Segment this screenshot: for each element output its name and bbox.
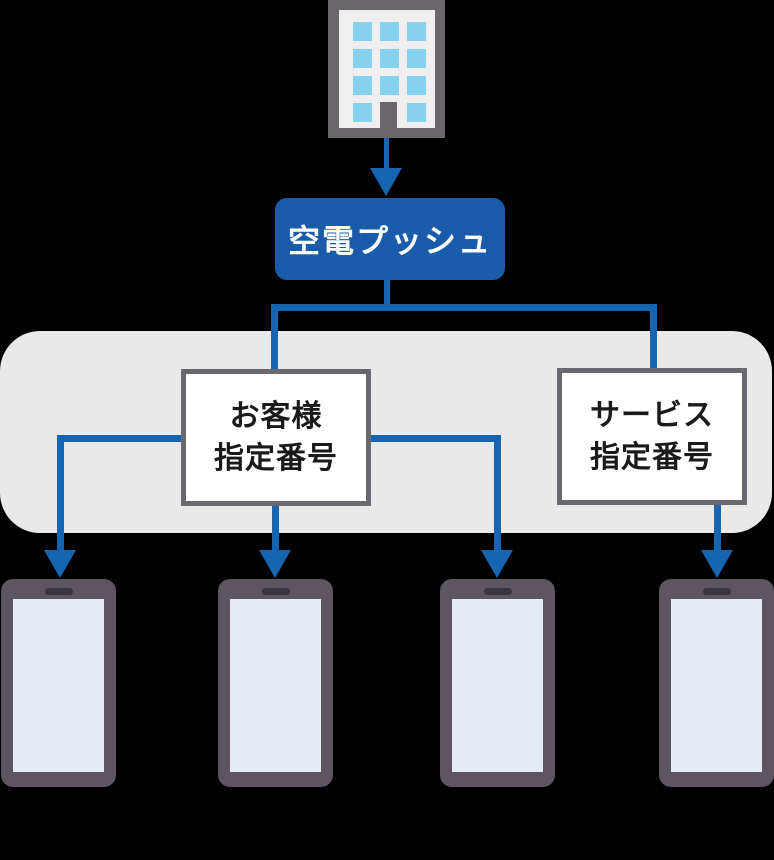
building-window [353, 22, 372, 41]
service-number-node: サービス 指定番号 [557, 368, 747, 505]
connector-customer-left-drop [57, 435, 64, 550]
building-window [407, 22, 426, 41]
building-window [380, 76, 399, 95]
building-window [353, 76, 372, 95]
push-service-node: 空電プッシュ [275, 198, 505, 280]
customer-number-line2: 指定番号 [214, 441, 338, 475]
arrow-to-phone-3 [481, 550, 513, 578]
phone-screen [452, 599, 543, 772]
building-window [380, 49, 399, 68]
connector-drop-customer [271, 304, 278, 370]
phone-speaker [702, 588, 731, 595]
building-door [380, 102, 397, 132]
phone-speaker [483, 588, 512, 595]
office-building-icon [328, 0, 445, 138]
connector-building-stem [384, 138, 389, 172]
arrow-to-phone-2 [259, 550, 291, 578]
arrow-to-phone-1 [44, 550, 76, 578]
phone-screen [13, 599, 104, 772]
arrow-to-phone-4 [701, 550, 733, 578]
building-window [353, 49, 372, 68]
building-window [407, 103, 426, 122]
building-window [380, 22, 399, 41]
connector-drop-service [650, 304, 657, 369]
phone-speaker [44, 588, 73, 595]
connector-customer-left [60, 435, 182, 442]
building-window [407, 49, 426, 68]
smartphone-icon [440, 579, 555, 787]
phone-screen [671, 599, 762, 772]
smartphone-icon [1, 579, 116, 787]
connector-customer-right [371, 435, 501, 442]
smartphone-icon [659, 579, 774, 787]
building-window [353, 103, 372, 122]
building-window [407, 76, 426, 95]
connector-customer-center-drop [272, 506, 279, 552]
customer-number-node: お客様 指定番号 [181, 369, 371, 506]
connector-split-horizontal [271, 304, 657, 311]
push-service-label: 空電プッシュ [287, 223, 492, 259]
phone-screen [230, 599, 321, 772]
service-number-line1: サービス [590, 398, 714, 432]
service-number-line2: 指定番号 [590, 440, 714, 474]
connector-push-stem [384, 280, 390, 306]
customer-number-line1: お客様 [229, 399, 323, 433]
phone-speaker [261, 588, 290, 595]
connector-customer-right-drop [494, 435, 501, 550]
arrow-building-to-push [370, 168, 402, 196]
smartphone-icon [218, 579, 333, 787]
connector-service-drop [714, 503, 721, 552]
